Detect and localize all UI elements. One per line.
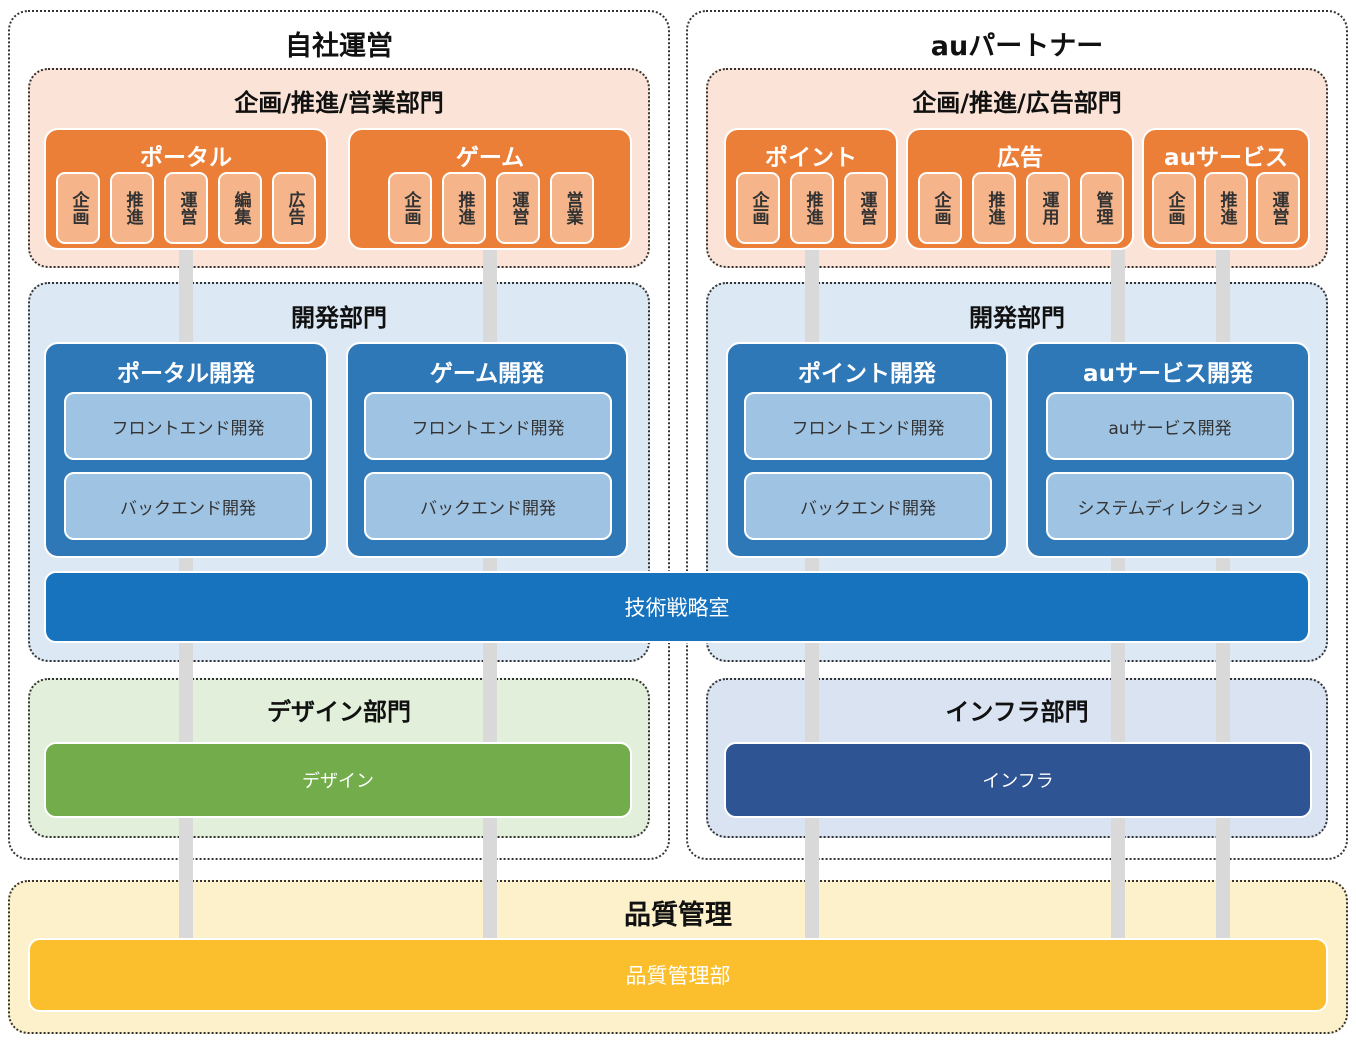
portal-tile: 広告 [272, 172, 316, 244]
quality-section-title: 品質管理 [624, 900, 732, 931]
point-tile: 推進 [790, 172, 834, 244]
portal-dev-item: バックエンド開発 [64, 472, 312, 540]
game-tile: 企画 [388, 172, 432, 244]
design-section-title: デザイン部門 [267, 698, 411, 726]
right-dev-title: 開発部門 [969, 304, 1065, 332]
portal-dev-item: フロントエンド開発 [64, 392, 312, 460]
point-dev-item: バックエンド開発 [744, 472, 992, 540]
portal-group-label: ポータル [140, 145, 232, 171]
game-tile: 推進 [442, 172, 486, 244]
right-planning-title: 企画/推進/広告部門 [912, 89, 1122, 117]
design-bar: デザイン [44, 742, 632, 818]
game-dev-item: フロントエンド開発 [364, 392, 612, 460]
au-service-dev-item: auサービス開発 [1046, 392, 1294, 460]
left-planning-title: 企画/推進/営業部門 [234, 89, 444, 117]
game-dev-item: バックエンド開発 [364, 472, 612, 540]
point-dev-label: ポイント開発 [798, 361, 936, 387]
point-tile: 運営 [844, 172, 888, 244]
portal-tile: 推進 [110, 172, 154, 244]
point-dev-group: ポイント開発 フロントエンド開発 バックエンド開発 [726, 342, 1008, 558]
portal-dev-label: ポータル開発 [117, 361, 255, 387]
ad-group-label: 広告 [997, 145, 1043, 171]
ad-tile: 企画 [918, 172, 962, 244]
game-tile: 営業 [550, 172, 594, 244]
au-service-dev-group: auサービス開発 auサービス開発 システムディレクション [1026, 342, 1310, 558]
ad-tile: 管理 [1080, 172, 1124, 244]
au-service-tile: 推進 [1204, 172, 1248, 244]
left-dev-title: 開発部門 [291, 304, 387, 332]
portal-tile: 編集 [218, 172, 262, 244]
left-org-title: 自社運営 [285, 31, 393, 62]
au-service-tile: 企画 [1152, 172, 1196, 244]
point-tile: 企画 [736, 172, 780, 244]
portal-tile: 運営 [164, 172, 208, 244]
game-dev-group: ゲーム開発 フロントエンド開発 バックエンド開発 [346, 342, 628, 558]
game-dev-label: ゲーム開発 [429, 361, 545, 387]
game-group: ゲーム 企画 推進 運営 営業 [348, 128, 632, 250]
right-org-title: auパートナー [930, 31, 1104, 62]
ad-group: 広告 企画 推進 運用 管理 [906, 128, 1134, 250]
au-service-group: auサービス 企画 推進 運営 [1142, 128, 1310, 250]
portal-dev-group: ポータル開発 フロントエンド開発 バックエンド開発 [44, 342, 328, 558]
au-service-group-label: auサービス [1164, 145, 1288, 171]
au-service-dev-label: auサービス開発 [1083, 361, 1253, 387]
point-group-label: ポイント [765, 145, 857, 171]
quality-bar: 品質管理部 [28, 938, 1328, 1012]
portal-tile: 企画 [56, 172, 100, 244]
portal-group: ポータル 企画 推進 運営 編集 広告 [44, 128, 328, 250]
au-service-tile: 運営 [1256, 172, 1300, 244]
infra-bar: インフラ [724, 742, 1312, 818]
point-dev-item: フロントエンド開発 [744, 392, 992, 460]
ad-tile: 推進 [972, 172, 1016, 244]
ad-tile: 運用 [1026, 172, 1070, 244]
tech-strategy-bar: 技術戦略室 [44, 571, 1310, 643]
au-service-dev-item: システムディレクション [1046, 472, 1294, 540]
point-group: ポイント 企画 推進 運営 [724, 128, 898, 250]
game-tile: 運営 [496, 172, 540, 244]
infra-section-title: インフラ部門 [945, 698, 1089, 726]
game-group-label: ゲーム [455, 145, 525, 171]
